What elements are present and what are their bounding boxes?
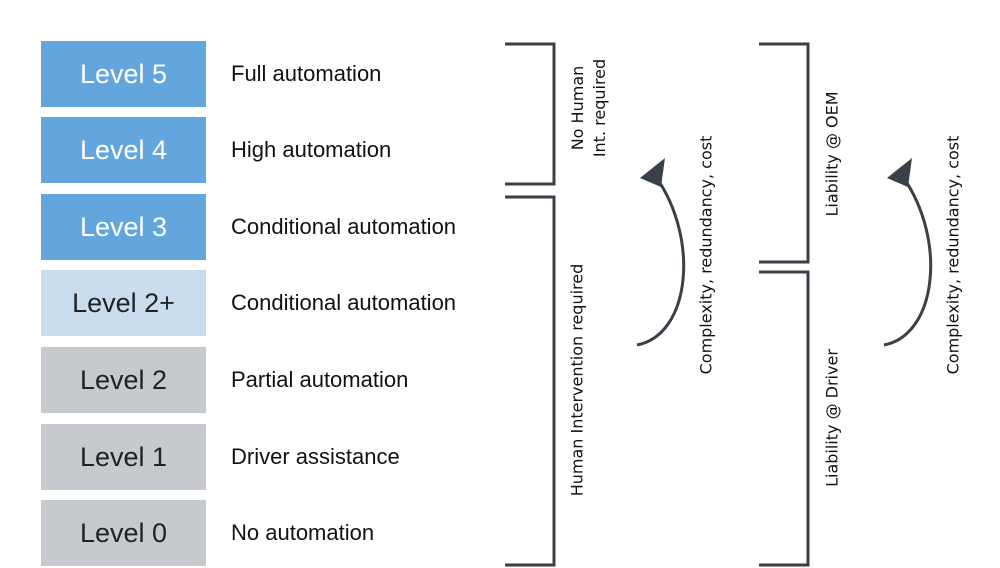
level-3-box: Level 3 bbox=[41, 194, 206, 260]
left-arrow-label: Complexity, redundancy, cost bbox=[696, 135, 716, 375]
right-arrow-label: Complexity, redundancy, cost bbox=[943, 135, 963, 375]
no-human-line1: No Human bbox=[568, 65, 587, 151]
level-1-box: Level 1 bbox=[41, 424, 206, 490]
level-5-box: Level 5 bbox=[41, 41, 206, 107]
level-2-description: Partial automation bbox=[231, 367, 409, 392]
level-1-description: Driver assistance bbox=[231, 444, 400, 469]
no-human-label: No Human Int. required bbox=[567, 59, 611, 157]
level-5-description: Full automation bbox=[231, 61, 382, 86]
level-1-label: Level 1 bbox=[79, 441, 168, 472]
liability-oem-bracket bbox=[759, 42, 810, 264]
level-2-label: Level 2 bbox=[79, 364, 168, 395]
human-required-label: Human Intervention required bbox=[567, 263, 587, 497]
right-curved-arrow bbox=[883, 176, 933, 347]
level-4-description: High automation bbox=[231, 137, 392, 162]
level-3-label: Level 3 bbox=[79, 211, 168, 242]
liability-driver-bracket bbox=[759, 270, 810, 567]
level-0-label: Level 0 bbox=[79, 517, 168, 548]
human-required-bracket bbox=[505, 195, 556, 567]
level-2plus-label: Level 2+ bbox=[72, 287, 175, 318]
level-2-box: Level 2 bbox=[41, 347, 206, 413]
level-4-label: Level 4 bbox=[79, 134, 168, 165]
left-arrow-head-icon bbox=[640, 158, 665, 187]
level-5-label: Level 5 bbox=[79, 58, 168, 89]
level-2plus-box: Level 2+ bbox=[41, 270, 206, 336]
no-human-line2: Int. required bbox=[590, 58, 609, 158]
liability-driver-label: Liability @ Driver bbox=[822, 349, 842, 487]
level-3-description: Conditional automation bbox=[231, 214, 457, 239]
no-human-bracket bbox=[505, 42, 556, 186]
level-4-box: Level 4 bbox=[41, 117, 206, 183]
level-0-description: No automation bbox=[231, 520, 375, 545]
left-curved-arrow bbox=[636, 176, 686, 347]
liability-oem-label: Liability @ OEM bbox=[822, 91, 842, 217]
level-2plus-description: Conditional automation bbox=[231, 290, 457, 315]
level-0-box: Level 0 bbox=[41, 500, 206, 566]
right-arrow-head-icon bbox=[887, 158, 912, 187]
